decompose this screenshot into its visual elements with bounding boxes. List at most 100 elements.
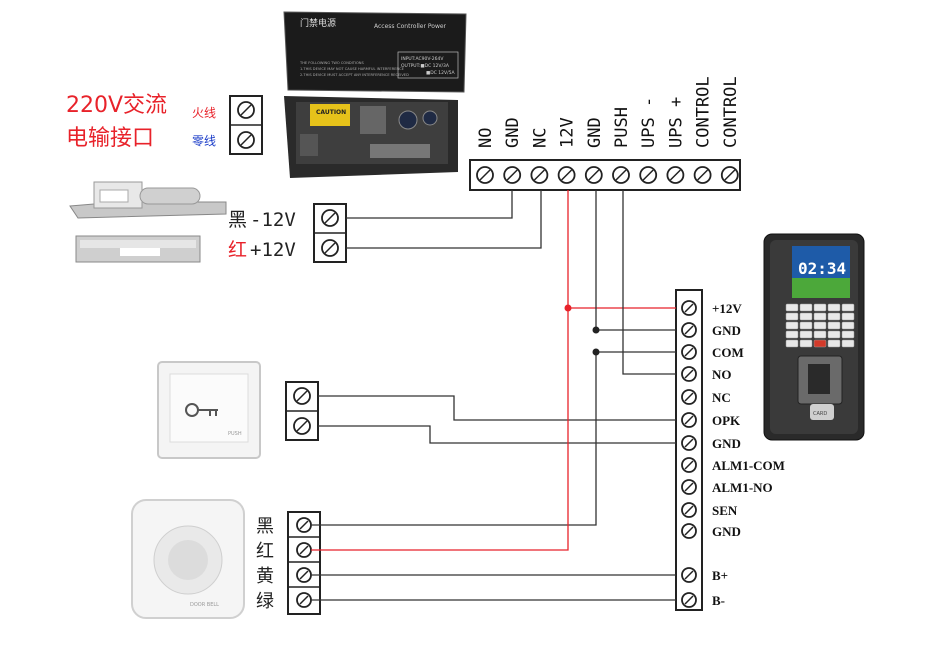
exit-button: PUSH <box>157 361 261 459</box>
lock-terminal <box>313 203 347 263</box>
terminal-label: PUSH <box>612 107 632 148</box>
keypad-key <box>813 312 827 321</box>
wire-12v <box>567 190 676 309</box>
power-supply-cover: 门禁电源 Access Controller Power INPUT:AC90V… <box>283 11 467 93</box>
keypad-key <box>841 312 855 321</box>
lock-neg-volt: -12V <box>250 209 296 231</box>
keypad-key <box>799 330 813 339</box>
exit-button-terminal <box>285 381 319 441</box>
device-keypad <box>785 303 855 348</box>
spec-input: INPUT:AC90V-264V <box>401 56 444 62</box>
keypad-key <box>841 330 855 339</box>
lock-neg-color: 黑 <box>228 209 247 231</box>
junction-gnd <box>592 326 600 334</box>
wire-bell-black <box>311 352 597 526</box>
terminal-label: 12V <box>558 117 578 148</box>
caution-label <box>310 104 350 126</box>
spec-box <box>397 51 459 79</box>
keypad-key <box>827 321 841 330</box>
controller-screws <box>681 300 697 608</box>
keypad-key <box>785 312 799 321</box>
ps-note-3: 2.THIS DEVICE MUST ACCEPT ANY INTERFEREN… <box>300 73 409 77</box>
lock-pos-volt: +12V <box>250 239 296 261</box>
junction-com <box>592 348 600 356</box>
device-clock: 02:34 <box>798 259 846 278</box>
card-area <box>810 404 834 420</box>
keypad-key <box>785 321 799 330</box>
keypad-key <box>799 321 813 330</box>
keypad-key <box>799 339 813 348</box>
controller-terminal-label: ALM1-COM <box>712 458 785 473</box>
doorbell-wire-yellow: 黄 <box>256 566 274 587</box>
controller-terminal-label: ALM1-NO <box>712 480 773 495</box>
terminal-label: GND <box>503 117 523 148</box>
controller-terminal-label: COM <box>712 345 744 360</box>
keypad-key <box>799 303 813 312</box>
controller-terminal-label: GND <box>712 524 741 539</box>
controller-terminal-label: B+ <box>712 568 728 583</box>
card-label: CARD <box>813 411 827 417</box>
keypad-key <box>841 321 855 330</box>
keypad-key <box>785 339 799 348</box>
terminal-label: CONTROL <box>721 76 741 148</box>
keypad-key <box>841 303 855 312</box>
controller-terminal-label: NC <box>712 390 731 405</box>
controller-terminal-label: B- <box>712 593 725 608</box>
wire-lock-neg <box>346 190 513 219</box>
terminal-label: UPS - <box>639 97 659 148</box>
bolt-lock <box>69 181 227 219</box>
keypad-key <box>799 312 813 321</box>
terminal-label: CONTROL <box>694 76 714 148</box>
fingerprint-reader: 02:34 CARD <box>763 233 865 441</box>
controller-terminal-label: +12V <box>712 301 742 316</box>
terminal-label: NC <box>530 128 550 148</box>
lock-pos-color: 红 <box>228 239 247 261</box>
controller-terminal-label: GND <box>712 323 741 338</box>
wire-gnd <box>595 190 676 331</box>
keypad-key <box>785 330 799 339</box>
controller-labels: +12V GND COM NO NC OPK GND ALM1-COM ALM1-NO SEN GN… <box>712 301 785 608</box>
controller-terminal-label: OPK <box>712 413 741 428</box>
neutral-wire-label: 零线 <box>192 134 216 148</box>
junction-12v <box>564 304 572 312</box>
power-label-line1: 220V交流 <box>66 93 167 118</box>
wire-lock-pos <box>346 190 542 249</box>
controller-terminal-label: NO <box>712 367 732 382</box>
doorbell-terminal <box>287 511 321 615</box>
terminal-label: NO <box>476 128 496 148</box>
wire-opk <box>318 395 676 421</box>
doorbell-wire-black: 黑 <box>256 516 274 537</box>
terminal-label: GND <box>585 117 605 148</box>
ps-note-1: THE FOLLOWING TWO CONDITIONS <box>299 61 364 65</box>
wires <box>311 190 676 601</box>
wire-exit-gnd <box>318 425 676 444</box>
wire-bell-red <box>311 308 569 551</box>
keypad-key <box>813 303 827 312</box>
power-supply-title-cn: 门禁电源 <box>300 17 336 29</box>
spec-output2: ■DC 12V/5A <box>426 70 455 76</box>
caution-text: CAUTION <box>316 109 346 116</box>
live-wire-label: 火线 <box>192 106 216 120</box>
power-label-line2: 电输接口 <box>66 126 154 151</box>
doorbell: DOOR BELL <box>131 499 245 619</box>
controller-terminal-label: GND <box>712 436 741 451</box>
ps-note-2: 1.THIS DEVICE MAY NOT CAUSE HARMFUL INTE… <box>300 67 405 71</box>
controller-terminal-label: SEN <box>712 503 738 518</box>
keypad-key <box>841 339 855 348</box>
keypad-key <box>813 321 827 330</box>
terminal-label: UPS + <box>666 97 686 148</box>
power-supply-board: CAUTION <box>284 96 458 178</box>
power-terminal-labels: NO GND NC 12V GND PUSH UPS - UPS + CONTROL CONTRO… <box>476 76 741 148</box>
magnetic-lock <box>75 235 201 263</box>
doorbell-text: DOOR BELL <box>190 602 219 608</box>
spec-output1: OUTPUT:■DC 12V/3A <box>401 63 450 69</box>
keypad-key <box>827 339 841 348</box>
power-terminal-screws <box>476 166 739 184</box>
keypad-key <box>813 330 827 339</box>
keypad-key <box>785 303 799 312</box>
ac-input-terminal <box>229 95 263 155</box>
doorbell-wire-green: 绿 <box>256 591 274 612</box>
wire-push <box>622 190 676 375</box>
